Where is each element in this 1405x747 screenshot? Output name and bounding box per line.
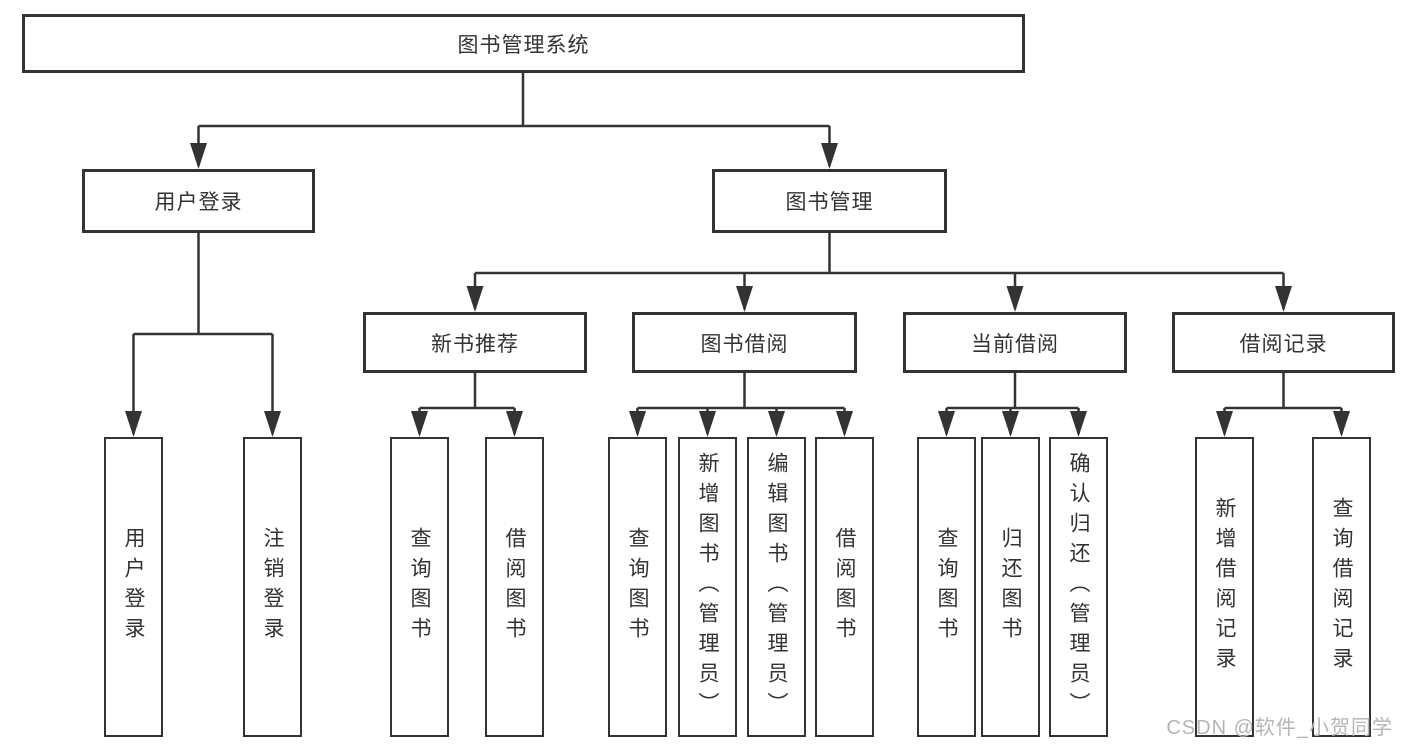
node-root-system-label: 图书管理系统 bbox=[457, 33, 590, 57]
node-root-system: 图书管理系统 bbox=[22, 14, 1025, 73]
leaf-add-borrow-record-label: 新增借阅记录 bbox=[1213, 497, 1236, 677]
leaf-query-books-recommend-label: 查询图书 bbox=[408, 527, 431, 647]
node-book-borrow: 图书借阅 bbox=[632, 312, 857, 373]
leaf-logout-label: 注销登录 bbox=[261, 527, 284, 647]
arrowhead bbox=[1216, 411, 1233, 437]
arrowhead bbox=[1002, 411, 1019, 437]
node-borrow-records-label: 借阅记录 bbox=[1239, 332, 1328, 356]
connector-book-management-branch bbox=[473, 233, 1285, 309]
arrowheads bbox=[125, 143, 1350, 437]
arrowhead bbox=[1006, 286, 1024, 312]
connector-new-book-branch bbox=[418, 373, 516, 434]
leaf-borrow-books-recommend-label: 借阅图书 bbox=[503, 527, 526, 647]
node-current-borrow: 当前借阅 bbox=[903, 312, 1127, 373]
arrowhead bbox=[125, 411, 142, 437]
arrowhead bbox=[699, 411, 716, 437]
leaf-confirm-return-admin: 确认归还（管理员） bbox=[1049, 437, 1108, 737]
arrowhead bbox=[506, 411, 523, 437]
leaf-edit-book-admin: 编辑图书（管理员） bbox=[747, 437, 806, 737]
leaf-borrow-books-borrow-label: 借阅图书 bbox=[833, 527, 856, 647]
leaf-borrow-books-recommend: 借阅图书 bbox=[485, 437, 544, 737]
leaf-add-borrow-record: 新增借阅记录 bbox=[1195, 437, 1254, 737]
connector-borrow-record-branch bbox=[1223, 373, 1343, 434]
leaf-logout: 注销登录 bbox=[243, 437, 302, 737]
arrowhead bbox=[629, 411, 646, 437]
node-user-login-label: 用户登录 bbox=[154, 191, 243, 214]
connector-user-login-branch bbox=[132, 233, 274, 434]
leaf-borrow-books-borrow: 借阅图书 bbox=[815, 437, 874, 737]
node-new-book-recommend: 新书推荐 bbox=[363, 312, 587, 373]
leaf-user-login-label: 用户登录 bbox=[122, 527, 145, 647]
node-book-management: 图书管理 bbox=[712, 169, 947, 233]
leaf-user-login: 用户登录 bbox=[104, 437, 163, 737]
leaf-edit-book-admin-label: 编辑图书（管理员） bbox=[765, 452, 788, 722]
leaf-confirm-return-admin-label: 确认归还（管理员） bbox=[1067, 452, 1090, 722]
leaf-return-book-label: 归还图书 bbox=[999, 527, 1022, 647]
connector-book-borrow-branch bbox=[636, 373, 846, 434]
arrowhead bbox=[1275, 286, 1292, 312]
leaf-query-books-recommend: 查询图书 bbox=[390, 437, 449, 737]
arrowhead bbox=[836, 411, 853, 437]
node-book-borrow-label: 图书借阅 bbox=[700, 332, 789, 356]
node-book-management-label: 图书管理 bbox=[785, 191, 874, 214]
leaf-query-borrow-record: 查询借阅记录 bbox=[1312, 437, 1371, 737]
arrowhead bbox=[466, 286, 484, 312]
arrowhead bbox=[1333, 411, 1350, 437]
leaf-add-book-admin-label: 新增图书（管理员） bbox=[696, 452, 719, 722]
node-current-borrow-label: 当前借阅 bbox=[971, 332, 1059, 356]
leaf-query-books-current: 查询图书 bbox=[917, 437, 976, 737]
arrowhead bbox=[264, 411, 281, 437]
arrowhead bbox=[768, 411, 785, 437]
csdn-watermark: CSDN @软件_小贺同学 bbox=[1166, 717, 1393, 739]
leaf-return-book: 归还图书 bbox=[981, 437, 1040, 737]
arrowhead bbox=[190, 143, 207, 169]
connector-root-branch bbox=[197, 73, 831, 166]
leaf-query-borrow-record-label: 查询借阅记录 bbox=[1330, 497, 1353, 677]
arrowhead bbox=[821, 143, 838, 169]
arrowhead bbox=[938, 411, 955, 437]
arrowhead bbox=[411, 411, 428, 437]
leaf-query-books-borrow: 查询图书 bbox=[608, 437, 667, 737]
node-borrow-records: 借阅记录 bbox=[1172, 312, 1395, 373]
node-user-login: 用户登录 bbox=[82, 169, 315, 233]
leaf-query-books-borrow-label: 查询图书 bbox=[626, 527, 649, 647]
arrowhead bbox=[1070, 411, 1087, 437]
leaf-add-book-admin: 新增图书（管理员） bbox=[678, 437, 737, 737]
leaf-query-books-current-label: 查询图书 bbox=[935, 527, 958, 647]
node-new-book-recommend-label: 新书推荐 bbox=[431, 332, 519, 356]
arrowhead bbox=[736, 286, 753, 312]
